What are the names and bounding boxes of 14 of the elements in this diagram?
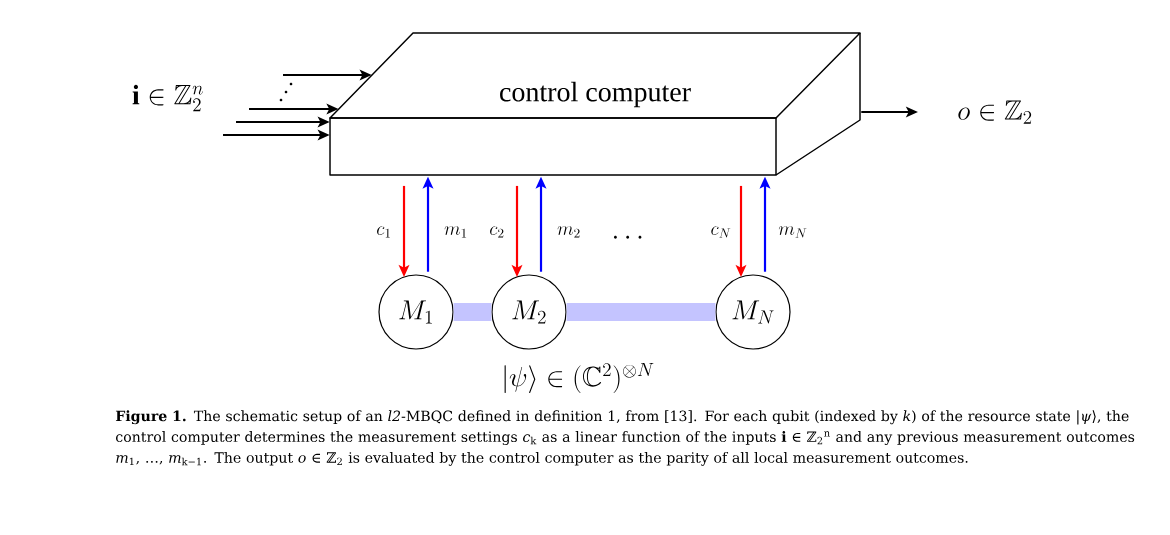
edge-label: $m_1$ — [444, 226, 467, 238]
input-formula: $\mathbf{i}\in\mathbb{Z}_2^n$ — [132, 84, 203, 112]
edge-label: $m_N$ — [778, 226, 807, 238]
edge-label: $c_2$ — [490, 226, 504, 238]
entanglement-band — [566, 303, 716, 321]
entanglement-band — [453, 303, 492, 321]
output-formula: $o\in\mathbb{Z}_2$ — [958, 100, 1032, 124]
edge-label: $c_N$ — [711, 226, 731, 238]
state-formula: $|\psi\rangle\in(\mathbb{C}^2)^{\otimes N}$ — [504, 362, 654, 394]
ellipsis: $\cdots$ — [613, 235, 642, 239]
computer-box-drawing: control computer — [329, 32, 861, 176]
edge-label: $c_1$ — [377, 226, 390, 238]
edge-label: $m_2$ — [557, 226, 580, 238]
figure-caption: Figure 1. The schematic setup of an l2-MBQC defined in definition 1, from [13]. For each qubit (indexed by k) of the resource state |ψ⟩, the control computer determines the measurement settings c$_{k}$ as a linear function of the inputs i ∈ ℤ$_{2}$$^{n}$ and any previous measurement outcomes m$_{1}$, …, m$_{k−1}$. The output o ∈ ℤ$_{2}$ is evaluated by the control computer as the parity of all local measurement outcomes. — [115, 410, 1135, 466]
